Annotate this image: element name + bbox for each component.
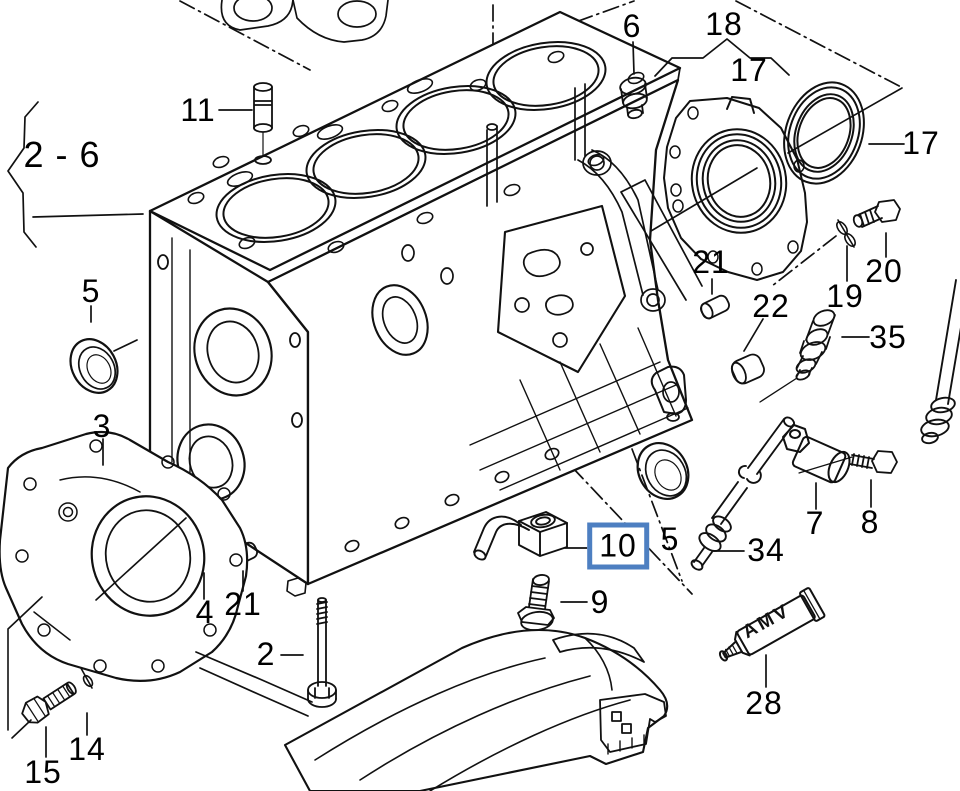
screw-plug-9 <box>517 574 555 632</box>
oil-pressure-valve-35 <box>759 309 836 403</box>
part-callout[interactable]: 8 <box>860 504 880 540</box>
retaining-clip-19 <box>836 219 856 248</box>
part-callout[interactable]: 15 <box>24 754 62 790</box>
core-plug-5-left <box>69 338 138 394</box>
part-callout[interactable]: 21 <box>224 586 262 622</box>
part-callout[interactable]: 35 <box>869 319 907 355</box>
part-callout[interactable]: 22 <box>752 288 790 324</box>
bolt-8 <box>798 450 898 474</box>
leader-lines <box>7 38 905 758</box>
front-sealing-flange-cover <box>0 430 313 739</box>
sealant-tube <box>718 587 826 662</box>
bedplate-bracket <box>599 693 667 755</box>
part-callout[interactable]: 17 <box>730 52 768 88</box>
part-callout[interactable]: 11 <box>180 92 216 128</box>
part-callout[interactable]: 5 <box>660 521 680 557</box>
part-callout[interactable]: 7 <box>805 505 825 541</box>
bedplate-tray <box>283 628 669 791</box>
rear-seal-flange <box>650 96 808 281</box>
dowel-pin-11 <box>253 82 273 165</box>
part-callout[interactable]: 28 <box>745 685 783 721</box>
part-callout-highlighted[interactable]: 10 <box>587 522 649 570</box>
block-right-face-details <box>344 83 703 553</box>
part-callout[interactable]: 5 <box>81 273 101 309</box>
part-callout[interactable]: 3 <box>92 408 112 444</box>
part-callout[interactable]: 19 <box>826 278 864 314</box>
part-callout[interactable]: 18 <box>705 6 743 42</box>
part-callout[interactable]: 20 <box>865 253 903 289</box>
bolt-15 <box>21 681 77 724</box>
part-callout[interactable]: 34 <box>747 532 785 568</box>
part-callout[interactable]: 17 <box>902 125 940 161</box>
screw-plug-6 <box>619 76 648 120</box>
engine-block <box>148 10 694 586</box>
part-callout[interactable]: 21 <box>692 244 730 280</box>
seal-ring <box>783 81 903 185</box>
dowel-sleeve-21-upper <box>700 294 730 320</box>
core-plug-5-lower <box>636 442 690 500</box>
edge-tube <box>920 279 960 445</box>
gasket-fragment <box>220 0 389 43</box>
oil-spray-nozzle-10 <box>473 511 568 561</box>
part-callout[interactable]: 2 - 6 <box>23 134 101 175</box>
speed-sensor-7 <box>782 424 851 484</box>
bolt-20 <box>852 199 901 228</box>
dipstick-guide-tube-34 <box>690 416 796 571</box>
part-callout[interactable]: 6 <box>622 8 642 44</box>
bushing-22 <box>730 353 765 385</box>
part-callout[interactable]: 9 <box>590 584 610 620</box>
part-callout[interactable]: 14 <box>68 731 106 767</box>
part-callout[interactable]: 4 <box>195 594 215 630</box>
part-callout[interactable]: 2 <box>256 636 276 672</box>
cylinder-bores <box>215 41 607 243</box>
stud-bolt-2 <box>307 597 337 708</box>
